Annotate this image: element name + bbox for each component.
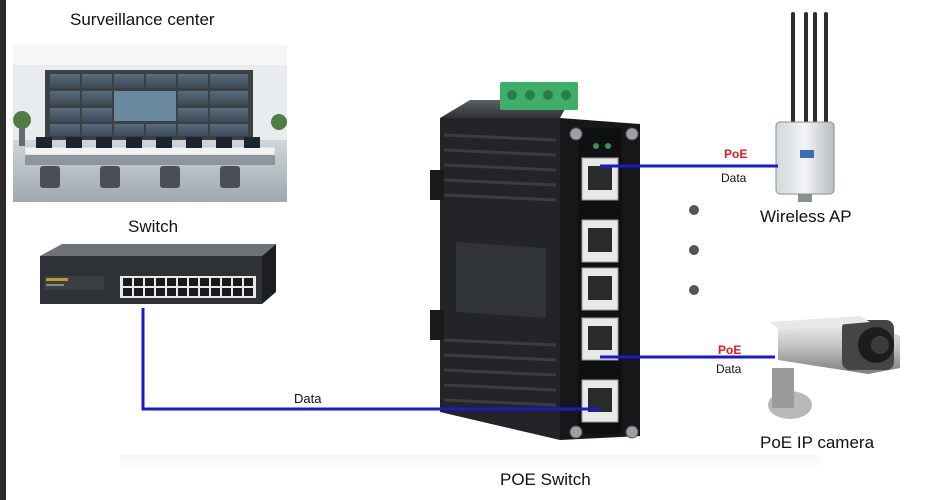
camera-data-label: Data bbox=[716, 362, 742, 376]
uplink-line bbox=[141, 308, 600, 411]
surveillance-center-label: Surveillance center bbox=[70, 10, 215, 29]
ap-data-label: Data bbox=[721, 171, 747, 185]
ellipsis-dot-2 bbox=[689, 245, 699, 255]
surveillance-center-image bbox=[13, 45, 287, 202]
wireless-ap-image bbox=[775, 12, 835, 202]
link-lines bbox=[141, 164, 778, 411]
rack-switch-image bbox=[40, 244, 276, 304]
poe-switch-device bbox=[430, 82, 640, 440]
camera-poe-label: PoE bbox=[718, 343, 742, 357]
ellipsis-dot-1 bbox=[689, 205, 699, 215]
switch-label: Switch bbox=[128, 217, 179, 236]
poe-ip-camera-label: PoE IP camera bbox=[760, 433, 875, 452]
wireless-ap-label: Wireless AP bbox=[760, 207, 852, 226]
poe-switch-label: POE Switch bbox=[500, 470, 591, 489]
poe-ip-camera-image bbox=[768, 316, 900, 419]
floor-shadow bbox=[120, 455, 820, 470]
ap-poe-label: PoE bbox=[724, 147, 748, 161]
ellipsis-dot-3 bbox=[689, 285, 699, 295]
uplink-data-label: Data bbox=[294, 391, 322, 406]
left-edge-bar bbox=[0, 0, 6, 500]
